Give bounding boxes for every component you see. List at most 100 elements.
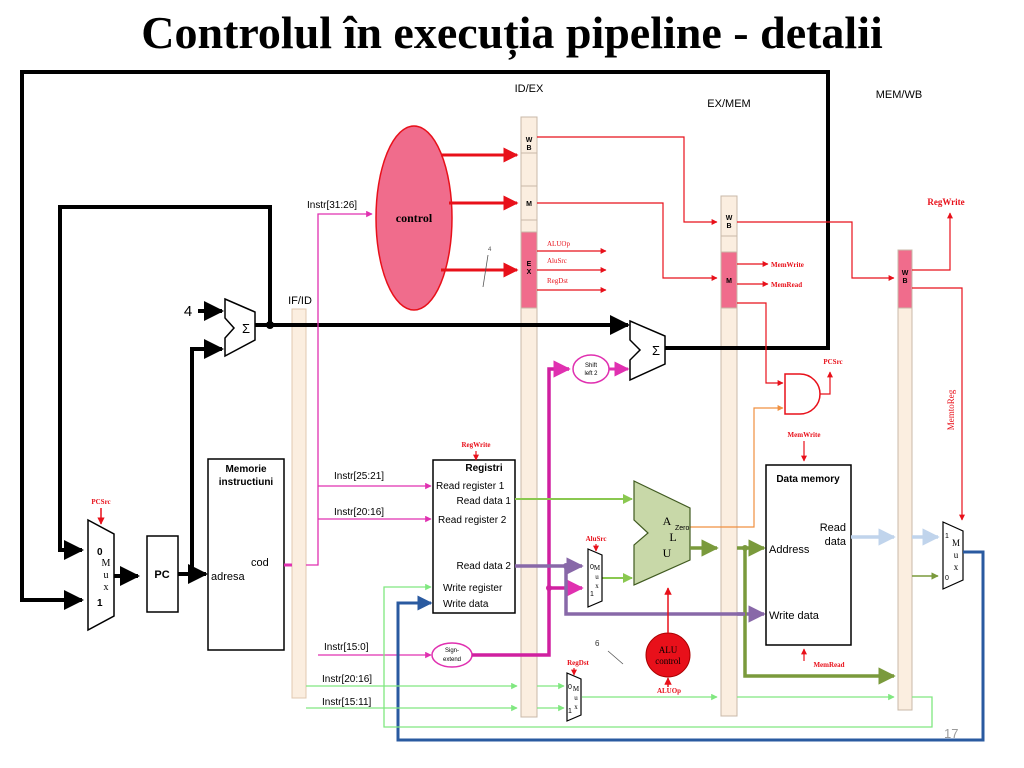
control-outputs <box>441 147 519 278</box>
data-memory-read-label-2: data <box>825 536 847 548</box>
branch-adder-symbol: Σ <box>652 343 660 358</box>
wb-mux: 1 0 M u x <box>942 521 964 590</box>
alusrc-mux-letter-x: x <box>595 582 599 590</box>
data-memory-memread-label: MemRead <box>813 661 844 669</box>
regwrite-out-label: RegWrite <box>927 197 964 207</box>
wb-mux-letter-u: u <box>954 550 959 560</box>
regdst-signal-label: RegDst <box>547 277 568 285</box>
pc-adder-symbol: Σ <box>242 321 250 336</box>
destination-register-paths <box>306 583 933 728</box>
alu-letter-u: U <box>663 546 672 560</box>
regdst-mux: 0 1 M u x <box>566 672 582 722</box>
instruction-memory: Memorie instructiuni adresa cod <box>207 458 285 651</box>
control-propagation <box>537 136 965 521</box>
data-memory-read-label-1: Read <box>820 522 846 534</box>
alusrc-mux-letter-u: u <box>595 573 599 581</box>
data-memory-title: Data memory <box>776 474 840 485</box>
read-data-1-label: Read data 1 <box>457 496 512 507</box>
read-register-2-label: Read register 2 <box>438 515 507 526</box>
pipeline-register-mem-wb: MEM/WB <box>876 89 922 711</box>
sign-extend: Sign- extend <box>431 642 473 668</box>
alusrc-mux-letter-m: M <box>594 564 601 572</box>
id-ex-label: ID/EX <box>515 83 544 95</box>
pc-mux-pcsrc-label: PCSrc <box>91 498 110 506</box>
rt-field-label: Instr[20:16] <box>334 507 384 518</box>
pcsrc-out-label: PCSrc <box>823 358 842 366</box>
data-memory-write-label: Write data <box>769 610 820 622</box>
regdst-mux-control-label: RegDst <box>567 659 589 667</box>
alusrc-mux-in0: 0 <box>590 564 594 571</box>
alusrc-mux: 0 1 M u x <box>587 548 603 608</box>
write-back-path <box>396 550 985 742</box>
alusrc-mux-control-label: AluSrc <box>586 535 607 543</box>
rt-dst-field-label: Instr[20:16] <box>322 674 372 685</box>
pc-mux-in1: 1 <box>97 598 103 609</box>
alu-control-label-2: control <box>655 656 681 666</box>
shift-label-1: Shift <box>585 363 597 369</box>
data-memory-address-label: Address <box>769 544 810 556</box>
write-register-label: Write register <box>443 583 503 594</box>
pc-mux: 0 1 M u x <box>87 518 115 632</box>
control-bus-width: 4 <box>488 247 492 253</box>
read-data-2-label: Read data 2 <box>457 561 512 572</box>
alu-control-aluop-label: ALUOp <box>657 687 681 695</box>
instruction-routing <box>306 210 432 659</box>
pc-mux-letter-m: M <box>102 558 111 569</box>
register-file: Registri Read register 1 Read data 1 Rea… <box>432 459 516 614</box>
alu-letter-l: L <box>669 530 676 544</box>
instr-mem-title-2: instructiuni <box>219 477 274 488</box>
opcode-field-label: Instr[31:26] <box>307 200 357 211</box>
rd-dst-field-label: Instr[15:11] <box>322 697 372 708</box>
if-id-label: IF/ID <box>288 295 312 307</box>
data-memory-memwrite-label: MemWrite <box>788 431 821 439</box>
pipeline-register-id-ex: ID/EX <box>515 83 544 718</box>
id-ex-m-field: M <box>526 201 532 208</box>
pc-mux-in0: 0 <box>97 547 103 558</box>
ex-mem-label: EX/MEM <box>707 98 750 110</box>
wb-mux-in0: 0 <box>945 575 949 582</box>
ex-mem-m-field: M <box>726 278 732 285</box>
alu-result-path <box>690 539 896 685</box>
read-data-paths <box>515 494 766 623</box>
imm-field-label: Instr[15:0] <box>324 642 369 653</box>
control-label: control <box>396 211 433 225</box>
pipeline-register-ex-mem: EX/MEM <box>707 98 751 717</box>
instr-mem-out-label: cod <box>251 557 269 569</box>
sign-extend-label-2: extend <box>443 657 461 663</box>
regdst-mux-letter-u: u <box>574 694 578 702</box>
ex-stage-signals <box>537 248 607 293</box>
registers-regwrite-label: RegWrite <box>461 441 490 449</box>
instr-mem-addr-label: adresa <box>211 571 246 583</box>
regdst-mux-in1: 1 <box>568 708 572 715</box>
wb-mux-letter-m: M <box>952 538 960 548</box>
page-number: 17 <box>944 726 959 741</box>
slide-title: Controlul în execuția pipeline - detalii <box>141 7 883 58</box>
alu-letter-a: A <box>663 514 672 528</box>
alu: A L U Zero <box>633 480 691 586</box>
pc-mux-letter-x: x <box>104 582 109 593</box>
write-data-label: Write data <box>443 599 489 610</box>
branch-adder: Σ <box>629 319 666 382</box>
instr-mem-title-1: Memorie <box>225 464 267 475</box>
pipeline-register-if-id: IF/ID <box>288 295 312 699</box>
alu-control: ALU control <box>645 632 691 678</box>
branch-and-gate <box>784 373 821 415</box>
pc-paths <box>20 70 830 610</box>
pc-adder-const: 4 <box>184 303 192 320</box>
data-memory: Data memory Address Read data Write data <box>765 464 852 646</box>
wb-mux-in1: 1 <box>945 533 949 540</box>
regdst-mux-in0: 0 <box>568 684 572 691</box>
pc-register: PC <box>146 535 179 613</box>
pc-label: PC <box>154 569 169 581</box>
rs-field-label: Instr[25:21] <box>334 471 384 482</box>
alu-zero-label: Zero <box>675 525 690 532</box>
alu-control-label-1: ALU <box>659 645 678 655</box>
read-register-1-label: Read register 1 <box>436 481 505 492</box>
registers-title: Registri <box>465 463 502 474</box>
shift-label-2: left 2 <box>584 371 598 377</box>
memwrite-signal-label: MemWrite <box>771 261 804 269</box>
